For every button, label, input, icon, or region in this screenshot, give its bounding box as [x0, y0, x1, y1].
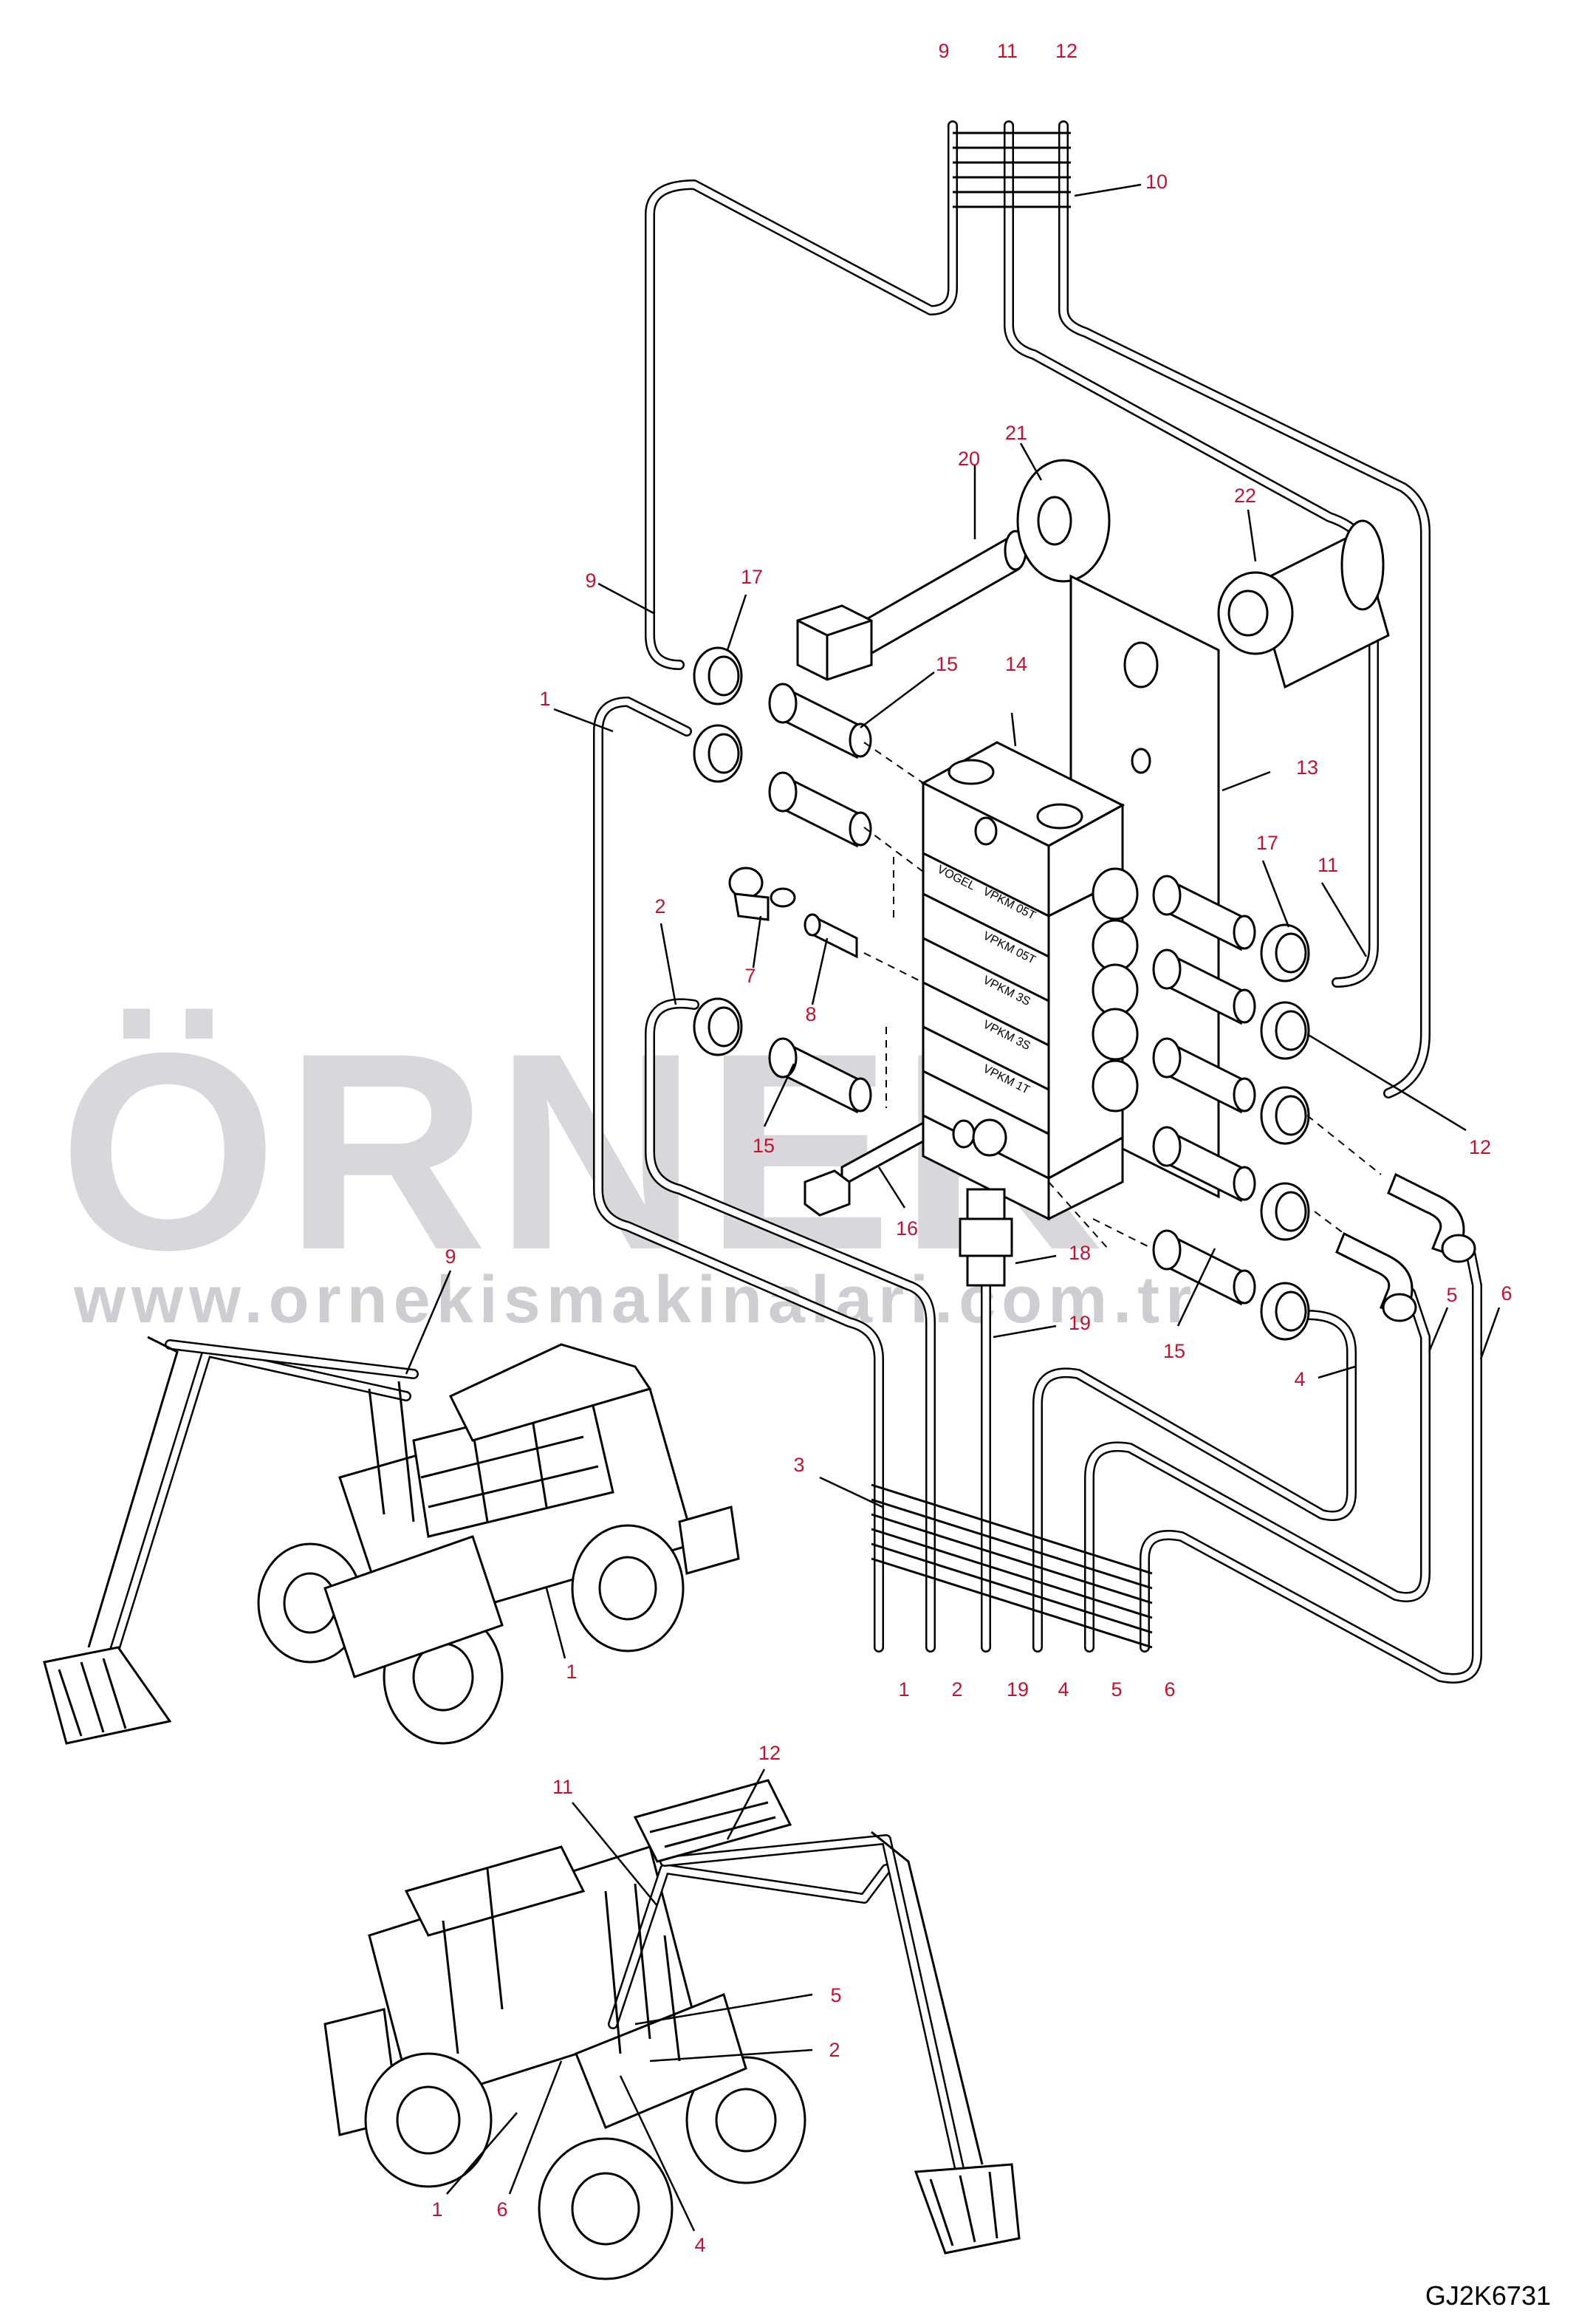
callout-1-bottom: 1: [898, 1678, 909, 1701]
leader-lines: [553, 183, 1501, 1508]
callout-4-right: 4: [1294, 1368, 1305, 1390]
callout-4-bottom: 4: [1058, 1678, 1069, 1701]
cap-right-3: [1260, 1086, 1310, 1145]
connector-15-top: [768, 683, 872, 759]
callout-22: 22: [1234, 485, 1256, 507]
elbow-fitting-5: [1335, 1231, 1417, 1322]
callout-15-bottom: 15: [1163, 1340, 1185, 1362]
callout-exc2-1: 1: [431, 2198, 442, 2221]
outlet-ports: [972, 867, 1139, 1157]
callout-17-left: 17: [741, 566, 763, 588]
callout-9-left: 9: [585, 570, 596, 592]
callout-14: 14: [1005, 653, 1027, 675]
callout-8: 8: [805, 1003, 816, 1025]
grease-nipple-7: [728, 867, 796, 921]
cap-left-3: [693, 997, 743, 1056]
callout-12-top: 12: [1055, 40, 1077, 62]
callout-exc1-1: 1: [566, 1661, 577, 1683]
callout-1-left: 1: [539, 688, 550, 710]
callout-exc2-5: 5: [830, 1984, 841, 2006]
watermark-url: www.ornekismakinalari.com.tr: [73, 1263, 1197, 1337]
callout-5-bottom: 5: [1111, 1678, 1122, 1701]
callout-labels: 9 11 12 10 21 20 22 9 17 15 14 1 13 17 1…: [431, 40, 1512, 2256]
cap-right-5: [1260, 1282, 1310, 1341]
callout-20: 20: [958, 448, 980, 470]
mounting-bolt-20: [796, 530, 1027, 681]
callout-3: 3: [793, 1454, 804, 1476]
elbow-fitting-6: [1387, 1172, 1476, 1263]
connector-right-4: [1152, 1126, 1256, 1203]
fittings-left: [693, 646, 1153, 1287]
callout-17-right: 17: [1256, 832, 1278, 854]
callout-11-right: 11: [1318, 854, 1338, 876]
excavator-illustration-rear: [323, 1779, 1021, 2280]
callout-exc2-4: 4: [694, 2234, 705, 2256]
connector-15-mid: [768, 1037, 872, 1114]
callout-7: 7: [744, 965, 756, 987]
callout-exc2-6: 6: [496, 2198, 507, 2221]
cap-right-2: [1260, 1001, 1310, 1060]
callout-6-bottom: 6: [1164, 1678, 1175, 1701]
callout-18: 18: [1069, 1242, 1091, 1264]
callout-6-right: 6: [1501, 1282, 1512, 1305]
fittings-right: [1152, 875, 1476, 1341]
pipe-routing: [593, 120, 1482, 1684]
pipe-clamp-10: [953, 131, 1071, 208]
callout-exc2-12: 12: [758, 1742, 781, 1764]
callout-13: 13: [1296, 756, 1318, 779]
cap-17-left: [693, 646, 743, 705]
callout-15-top: 15: [936, 653, 958, 675]
callout-19-bottom: 19: [1007, 1678, 1029, 1701]
connector-right-2: [1152, 949, 1256, 1025]
callout-exc2-2: 2: [829, 2039, 840, 2061]
bolt-16: [804, 1121, 925, 1217]
callout-9-top: 9: [938, 40, 949, 62]
callout-21: 21: [1005, 422, 1027, 444]
distributor-block-14: VOGEL VPKM 05T VPKM 05T VPKM 3S VPKM 3S …: [920, 741, 1139, 1221]
connector-15-bottom: [1152, 1229, 1256, 1306]
cap-right-4: [1260, 1182, 1310, 1241]
drawing-code: GJ2K6731: [1425, 2280, 1551, 2311]
connector-right-1: [1152, 875, 1256, 951]
spacer-22: [1217, 519, 1390, 689]
excavator-leader-lines: [405, 1270, 813, 2232]
cap-17-right: [1260, 923, 1310, 982]
callout-2-bottom: 2: [951, 1678, 962, 1701]
callout-2-left: 2: [654, 895, 665, 917]
callout-19: 19: [1069, 1312, 1091, 1334]
fitting-18: [959, 1188, 1013, 1287]
adapter-8: [804, 913, 858, 959]
callout-16: 16: [896, 1217, 918, 1240]
callout-15-mid: 15: [753, 1135, 775, 1157]
connector-15-second: [768, 771, 872, 848]
callout-10: 10: [1145, 171, 1168, 193]
connector-right-3: [1152, 1037, 1256, 1114]
callout-exc2-11: 11: [552, 1776, 573, 1798]
callout-exc1-9: 9: [445, 1245, 456, 1268]
washer-21: [1016, 459, 1111, 583]
excavator-illustration-front: [43, 1336, 740, 1745]
cap-left-2: [693, 724, 743, 783]
callout-11-top: 11: [997, 40, 1018, 62]
pipe-clamp-3: [871, 1483, 1153, 1649]
callout-12-right: 12: [1469, 1136, 1491, 1158]
callout-5-right: 5: [1446, 1284, 1457, 1306]
